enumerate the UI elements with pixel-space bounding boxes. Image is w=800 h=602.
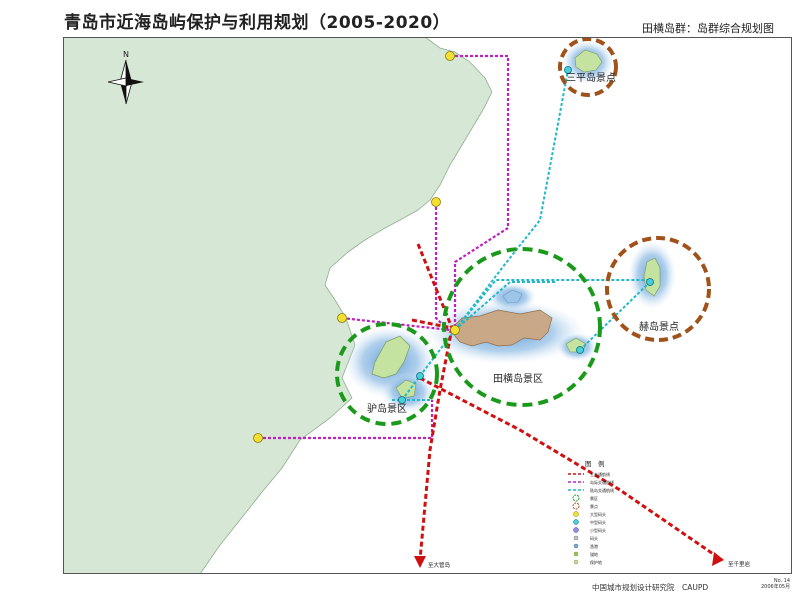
legend: 图 例 主交通航线 岛际交通航线 陆岛交通航线 景区 景点 大型码头 中型码头 … — [568, 459, 614, 565]
legend-item-4: 景点 — [590, 503, 598, 509]
scenic-point-circles — [558, 37, 711, 342]
port-yellow-3 — [337, 313, 347, 323]
map-canvas: N 三平岛景点 田横岛景区 驴岛景区 赫岛景点 至大管岛 至千里岩 图 例 主交… — [63, 37, 792, 574]
legend-item-9: 渔港 — [590, 543, 598, 549]
lvdao-island — [371, 335, 411, 379]
santiping-circle — [558, 37, 618, 97]
route-red-2 — [418, 327, 454, 561]
map-border — [63, 37, 792, 574]
map-subtitle: 田横岛群：岛群综合规划图 — [642, 22, 774, 35]
map-title: 青岛市近海岛屿保护与利用规划（2005-2020） — [64, 13, 451, 33]
scenic-area-circles — [335, 247, 602, 426]
hedao-circle — [605, 236, 711, 342]
footer-no: No. 14 — [773, 578, 791, 584]
hedao-island — [643, 257, 661, 297]
small-islet — [502, 289, 523, 304]
port-cyan-5 — [398, 396, 406, 404]
route-magenta-4 — [258, 400, 434, 440]
santiping-island — [574, 49, 603, 73]
port-yellow-2 — [431, 197, 441, 207]
route-cyan-3 — [454, 281, 555, 331]
legend-item-6: 中型码头 — [590, 519, 606, 525]
footer-date: 2006年05月 — [761, 584, 791, 590]
port-yellow-1 — [445, 51, 455, 61]
port-cyan-4 — [416, 372, 424, 380]
legend-item-1: 岛际交通航线 — [590, 479, 614, 485]
tianheng-island — [449, 309, 553, 347]
label-hedao: 赫岛景点 — [639, 320, 679, 333]
label-lvdao: 驴岛景区 — [367, 402, 407, 415]
port-cyan-markers — [398, 66, 654, 404]
north-arrow-icon: N — [107, 50, 144, 105]
legend-item-11: 保护地 — [590, 559, 602, 565]
north-label: N — [123, 50, 129, 59]
arrow-left — [414, 556, 426, 568]
legend-item-2: 陆岛交通航线 — [590, 487, 614, 493]
port-cyan-1 — [564, 66, 572, 74]
footer-number: No. 14 2006年05月 — [761, 578, 790, 590]
legend-item-0: 主交通航线 — [590, 471, 610, 477]
route-cyan-2 — [454, 279, 650, 331]
port-yellow-4 — [253, 433, 263, 443]
label-santiping: 三平岛景点 — [566, 71, 616, 84]
port-cyan-2 — [646, 278, 654, 286]
legend-item-8: 码头 — [590, 535, 598, 541]
legend-item-7: 小型码头 — [590, 527, 606, 533]
arrow-right — [712, 552, 724, 566]
legend-symbols — [568, 473, 584, 565]
port-cyan-3 — [576, 346, 584, 354]
legend-item-3: 景区 — [590, 495, 598, 501]
port-markers — [253, 51, 460, 443]
tianheng-circle — [442, 247, 602, 407]
legend-item-10: 锚地 — [590, 551, 598, 557]
lvdao-circle — [335, 322, 439, 426]
mainland — [63, 37, 493, 574]
dest-right: 至千里岩 — [728, 560, 751, 568]
label-tianheng: 田横岛景区 — [493, 372, 543, 385]
dest-left: 至大管岛 — [428, 561, 451, 569]
legend-title: 图 例 — [585, 459, 605, 468]
route-cyan-4 — [579, 281, 651, 351]
route-magenta-2 — [434, 202, 451, 333]
route-cyan-1 — [454, 69, 569, 331]
legend-item-5: 大型码头 — [590, 511, 606, 517]
route-magenta-3 — [341, 316, 451, 332]
footer-org: 中国城市规划设计研究院 CAUPD — [592, 583, 709, 592]
route-red-4 — [419, 376, 723, 562]
port-yellow-5 — [450, 325, 460, 335]
